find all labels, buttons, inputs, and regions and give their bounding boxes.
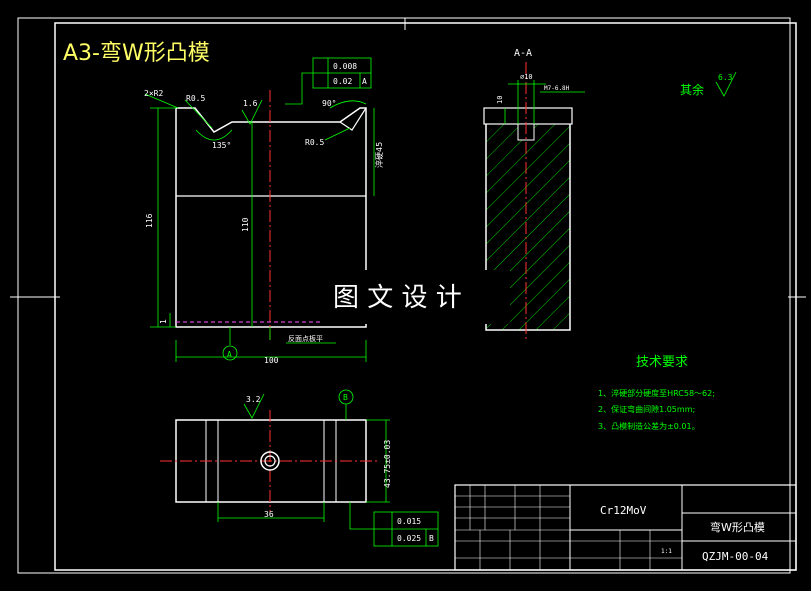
top-view	[160, 389, 439, 547]
dim-100-label: 100	[264, 356, 279, 365]
tolerance-bottom-2: 0.025	[397, 534, 421, 543]
angle-left-label: 135°	[212, 141, 231, 150]
part-name: 弯W形凸模	[710, 520, 765, 534]
dim-116-label: 116	[145, 213, 154, 228]
chamfer-label: 2×R2	[144, 89, 163, 98]
material-label: Cr12MoV	[600, 504, 647, 517]
dim-36-label: 36	[264, 510, 274, 519]
right-groove	[339, 107, 367, 131]
tolerance-top-2: 0.02	[333, 77, 352, 86]
section-thread-dim: M7-6.8H	[544, 85, 570, 92]
roughness-rest-label: 其余	[680, 82, 704, 97]
roughness-symbol-topview	[243, 393, 265, 419]
dim-110-label: 110	[241, 217, 250, 232]
drawing-title: A3-弯W形凸模	[63, 41, 210, 66]
roughness-symbol-top	[241, 99, 263, 125]
tech-item-3: 3、凸模制造公差为±0.01。	[598, 421, 700, 431]
title-block-frame	[454, 484, 797, 571]
tolerance-bottom-datum: B	[429, 534, 434, 543]
roughness-top-value: 1.6	[243, 99, 258, 108]
tolerance-leader-bottom	[349, 502, 374, 530]
outer-frame	[17, 17, 791, 574]
radius-label-right: R0.5	[305, 138, 324, 147]
datum-a-label: A	[227, 350, 232, 359]
dim-43-label: 43.75±0.03	[383, 440, 392, 488]
datum-b-label: B	[343, 393, 348, 402]
bottom-note: 反面点板平	[288, 334, 323, 343]
tolerance-top-1: 0.008	[333, 62, 357, 71]
tech-item-2: 2、保证弯曲间隙1.05mm;	[598, 404, 695, 414]
section-label: A-A	[514, 48, 532, 59]
watermark-bg	[320, 270, 510, 324]
dim-1-label: 1	[159, 319, 168, 324]
top-hole-inner	[264, 455, 276, 467]
radius-leader-left	[184, 99, 213, 129]
dim-45-label: 淬硬45	[374, 142, 384, 168]
scale-label: 1:1	[661, 548, 672, 555]
angle-arc-135	[195, 129, 233, 141]
tolerance-leader-top	[285, 72, 313, 105]
section-top	[483, 107, 573, 125]
tech-item-1: 1、淬硬部分硬度至HRC58～62;	[598, 388, 715, 398]
tech-heading: 技术要求	[636, 355, 688, 370]
section-depth-dim: 10	[496, 96, 504, 104]
title-block	[454, 484, 797, 571]
roughness-rest-value: 6.3	[718, 73, 733, 82]
tolerance-bottom-1: 0.015	[397, 517, 421, 526]
radius-leader-right	[324, 127, 351, 141]
roughness-rest-symbol	[715, 71, 737, 97]
chamfer-leader	[144, 93, 179, 109]
top-hole-outer	[260, 451, 280, 471]
section-hole-dim: ⌀10	[520, 73, 533, 81]
top-roughness-value: 3.2	[246, 395, 261, 404]
drawing-number: QZJM-00-04	[702, 550, 769, 563]
radius-label-left: R0.5	[186, 94, 205, 103]
datum-a-circle	[222, 345, 238, 361]
section-view	[483, 62, 585, 340]
watermark: 图 文 设 计	[333, 283, 462, 313]
datum-b-circle	[338, 389, 354, 405]
angle-right-label: 90°	[322, 99, 336, 108]
angle-arc-90	[329, 100, 367, 109]
datum-ref-top: A	[362, 77, 367, 86]
